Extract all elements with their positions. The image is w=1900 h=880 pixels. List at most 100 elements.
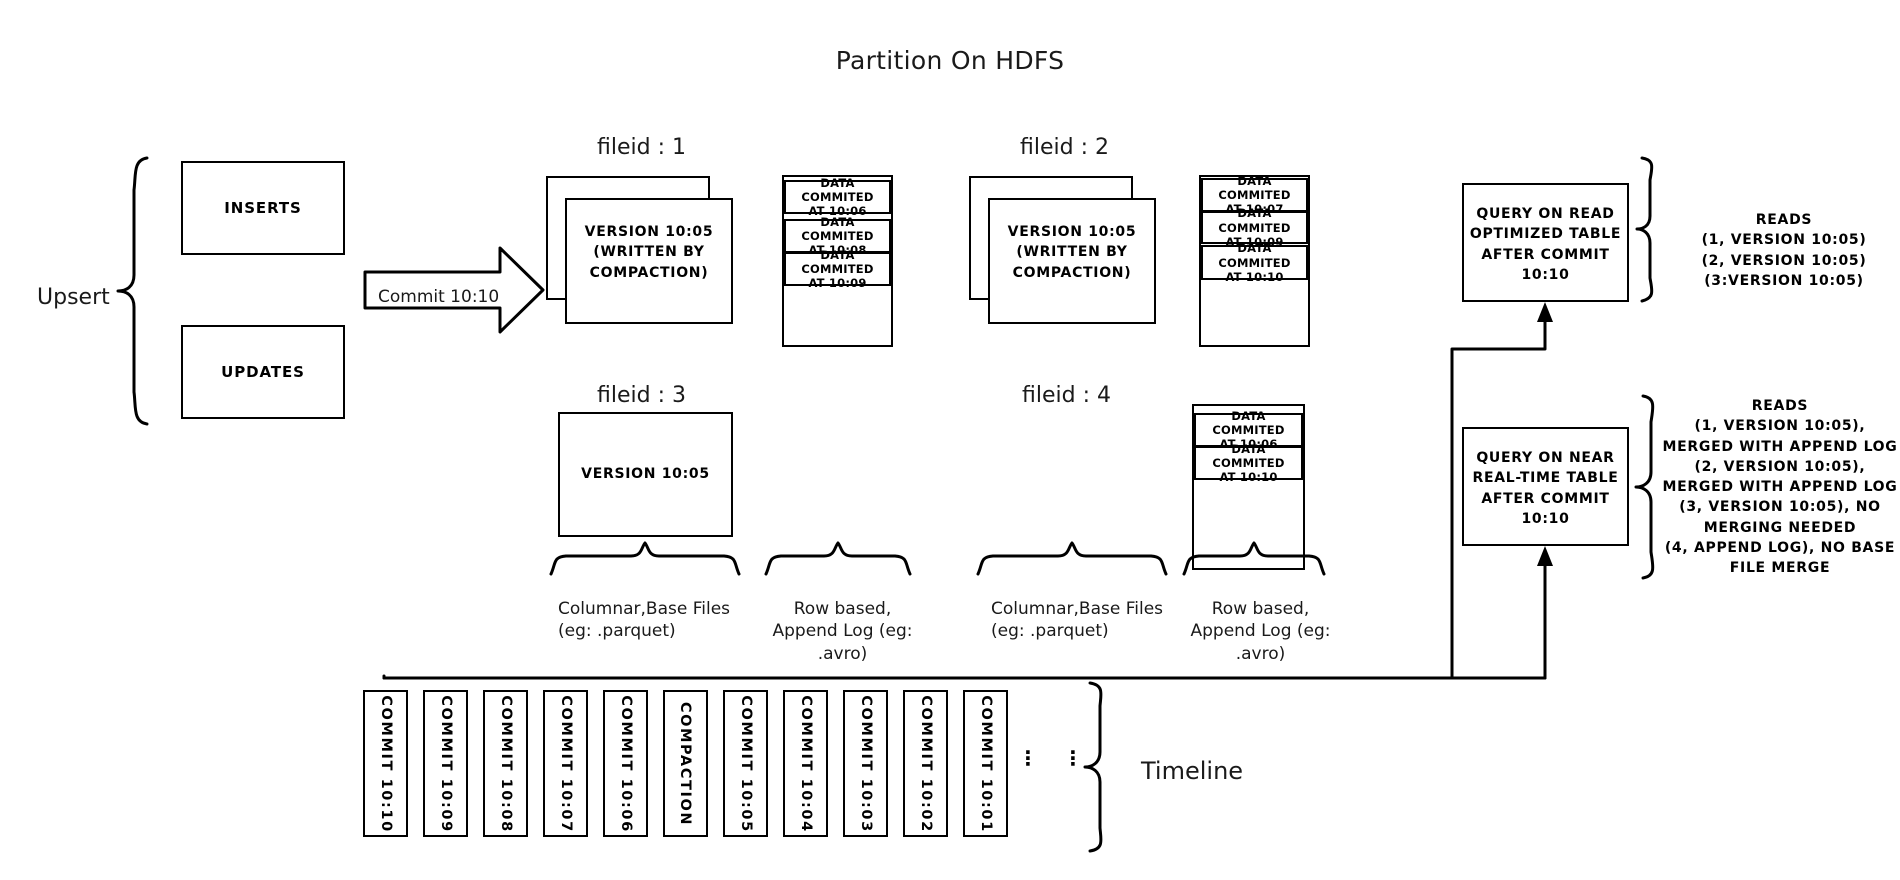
fileid-3-base-file: VERSION 10:05: [558, 412, 733, 537]
fileid-2-base-file: VERSION 10:05 (WRITTEN BY COMPACTION): [988, 198, 1156, 324]
arrowhead-read-optimized: [1537, 302, 1553, 322]
caption-base-files-left: Columnar,Base Files (eg: .parquet): [558, 598, 788, 643]
brace-append-log-left: [764, 541, 912, 576]
timeline-cell-label: COMMIT 10:04: [797, 694, 814, 833]
fileid-2-log-entry-2: DATA COMMITED AT 10:09: [1201, 206, 1308, 249]
reads-brace-top: [1635, 156, 1654, 303]
query-line: QUERY ON NEAR: [1476, 450, 1615, 466]
inserts-label: INSERTS: [224, 198, 302, 217]
brace-base-files-right: [976, 541, 1168, 576]
fileid-4-header: fileid : 4: [1022, 383, 1111, 408]
fileid-2-base-line-1: VERSION 10:05: [1007, 224, 1137, 240]
timeline-cell-1[interactable]: COMMIT 10:09: [423, 690, 468, 837]
timeline-cell-label: COMMIT 10:06: [617, 694, 634, 833]
log-entry-line: DATA COMMITED: [1218, 173, 1291, 202]
page-title: Partition On HDFS: [835, 46, 1065, 75]
reads-near-real-time: READS (1, VERSION 10:05), MERGED WITH AP…: [1660, 396, 1900, 579]
upsert-brace: [116, 156, 149, 426]
timeline-cell-0[interactable]: COMMIT 10:10: [363, 690, 408, 837]
caption-append-log-left: Row based, Append Log (eg: .avro): [755, 598, 930, 665]
caption-line: Row based,: [793, 599, 892, 619]
connector-timeline-bus: [382, 675, 1547, 680]
caption-line: Row based,: [1211, 599, 1310, 619]
timeline-cell-10[interactable]: COMMIT 10:01: [963, 690, 1008, 837]
timeline-cell-5[interactable]: COMPACTION: [663, 690, 708, 837]
timeline-cell-2[interactable]: COMMIT 10:08: [483, 690, 528, 837]
log-entry-line: DATA COMMITED: [1218, 241, 1291, 270]
query-near-real-time-box[interactable]: QUERY ON NEAR REAL-TIME TABLE AFTER COMM…: [1462, 427, 1629, 546]
query-line: QUERY ON READ: [1476, 206, 1615, 222]
caption-line: Append Log (eg:: [1190, 621, 1331, 642]
log-entry-line: DATA COMMITED: [1212, 408, 1285, 437]
timeline-cell-label: COMMIT 10:10: [377, 694, 394, 833]
caption-line: Append Log (eg:: [772, 621, 913, 642]
log-entry-line: DATA COMMITED: [801, 214, 874, 243]
fileid-1-base-line-3: COMPACTION): [589, 264, 709, 281]
timeline-cell-label: COMMIT 10:01: [977, 694, 994, 833]
reads-line: (3:VERSION 10:05): [1704, 272, 1864, 289]
log-entry-line: AT 10:10: [1225, 269, 1284, 284]
reads-line: FILE MERGE: [1729, 560, 1831, 577]
query-line: OPTIMIZED TABLE: [1469, 226, 1622, 243]
timeline-cell-3[interactable]: COMMIT 10:07: [543, 690, 588, 837]
caption-line: (eg: .parquet): [991, 621, 1109, 642]
timeline-cell-9[interactable]: COMMIT 10:02: [903, 690, 948, 837]
reads-line: (2, VERSION 10:05): [1701, 252, 1867, 269]
query-line: REAL-TIME TABLE: [1472, 470, 1619, 487]
query-line: 10:10: [1521, 510, 1570, 527]
query-read-optimized-box[interactable]: QUERY ON READ OPTIMIZED TABLE AFTER COMM…: [1462, 183, 1629, 302]
reads-line: (4, APPEND LOG), NO BASE: [1664, 540, 1896, 557]
query-line: AFTER COMMIT: [1481, 490, 1610, 507]
fileid-2-header: fileid : 2: [1020, 135, 1109, 160]
fileid-1-base-file: VERSION 10:05 (WRITTEN BY COMPACTION): [565, 198, 733, 324]
reads-line: READS: [1755, 212, 1813, 228]
timeline-cell-label: COMMIT 10:07: [557, 694, 574, 833]
timeline-ellipsis-1: ⋮: [1018, 746, 1038, 770]
caption-line: Columnar,Base Files: [991, 599, 1164, 619]
timeline-cell-6[interactable]: COMMIT 10:05: [723, 690, 768, 837]
timeline-cell-label: COMPACTION: [677, 701, 694, 826]
caption-line: (eg: .parquet): [558, 621, 676, 642]
log-entry-line: DATA COMMITED: [1212, 441, 1285, 470]
reads-line: (1, VERSION 10:05),: [1694, 418, 1866, 435]
fileid-3-base-line-1: VERSION 10:05: [581, 466, 710, 483]
fileid-3-header: fileid : 3: [597, 383, 686, 408]
timeline-cell-8[interactable]: COMMIT 10:03: [843, 690, 888, 837]
log-entry-line: AT 10:10: [1219, 470, 1278, 485]
timeline-brace: [1083, 681, 1103, 853]
brace-base-files-left: [549, 541, 741, 576]
timeline-cell-label: COMMIT 10:03: [857, 694, 874, 833]
reads-line: READS: [1751, 398, 1809, 414]
arrowhead-near-real-time: [1537, 546, 1553, 566]
reads-brace-bottom: [1634, 394, 1655, 580]
fileid-2-log-entry-3: DATA COMMITED AT 10:10: [1201, 241, 1308, 284]
caption-line: .avro): [817, 643, 868, 664]
fileid-2-base-line-2: (WRITTEN BY: [1016, 244, 1128, 261]
timeline-cell-label: COMMIT 10:08: [497, 694, 514, 833]
fileid-1-header: fileid : 1: [597, 135, 686, 160]
timeline-cell-label: COMMIT 10:05: [737, 694, 754, 833]
reads-read-optimized: READS (1, VERSION 10:05) (2, VERSION 10:…: [1668, 210, 1900, 291]
timeline-cell-7[interactable]: COMMIT 10:04: [783, 690, 828, 837]
timeline-cell-4[interactable]: COMMIT 10:06: [603, 690, 648, 837]
upsert-label: Upsert: [37, 285, 110, 310]
log-entry-line: AT 10:06: [808, 204, 867, 219]
log-entry-line: DATA COMMITED: [801, 175, 874, 204]
reads-line: MERGED WITH APPEND LOG: [1662, 438, 1898, 455]
fileid-1-base-line-2: (WRITTEN BY: [593, 244, 705, 261]
timeline-cell-label: COMMIT 10:02: [917, 694, 934, 833]
updates-label: UPDATES: [221, 362, 305, 381]
query-line: 10:10: [1521, 266, 1570, 283]
caption-line: Columnar,Base Files: [558, 599, 731, 619]
caption-base-files-right: Columnar,Base Files (eg: .parquet): [991, 598, 1221, 643]
timeline-ellipsis-2: ⋮: [1063, 746, 1083, 770]
fileid-2-base-line-3: COMPACTION): [1012, 264, 1132, 281]
timeline-label: Timeline: [1141, 757, 1244, 785]
reads-line: (1, VERSION 10:05): [1701, 232, 1867, 249]
fileid-1-log-entry-1: DATA COMMITED AT 10:06: [784, 176, 891, 218]
fileid-1-base-line-1: VERSION 10:05: [584, 224, 714, 240]
commit-arrow-label: Commit 10:10: [378, 287, 500, 307]
updates-box: UPDATES: [181, 325, 345, 419]
caption-append-log-right: Row based, Append Log (eg: .avro): [1173, 598, 1348, 665]
